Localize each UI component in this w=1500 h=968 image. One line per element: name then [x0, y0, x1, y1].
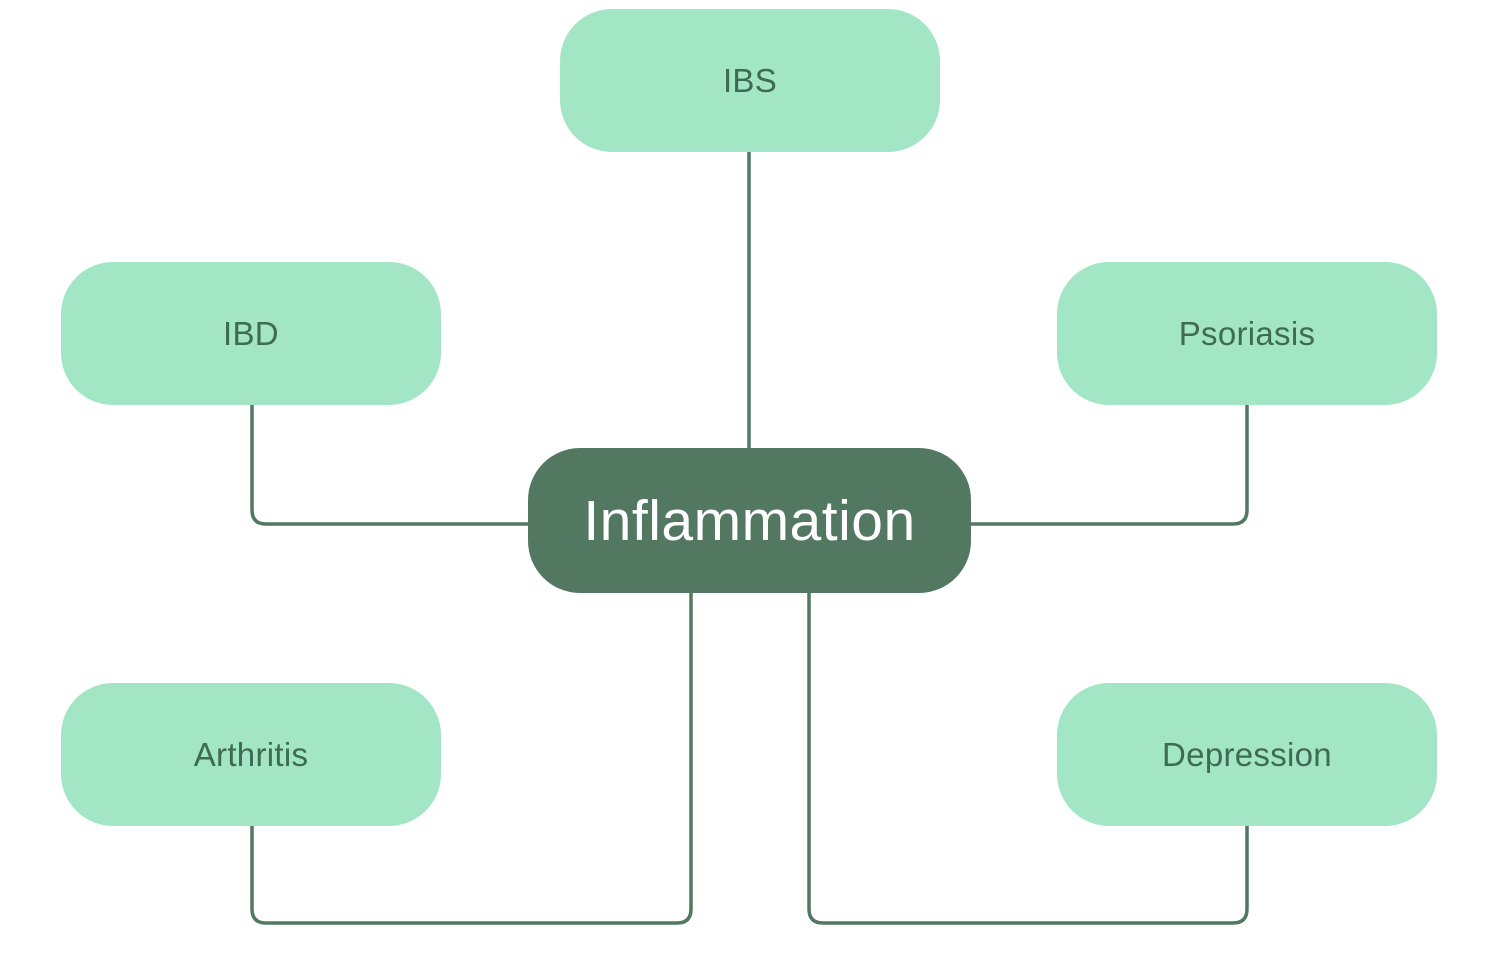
- node-ibs-label: IBS: [722, 61, 778, 99]
- node-ibd[interactable]: IBD: [61, 262, 441, 405]
- node-depression[interactable]: Depression: [1057, 683, 1437, 826]
- node-depression-label: Depression: [1162, 735, 1332, 773]
- connector-arthritis: [250, 593, 693, 925]
- connector-depression: [807, 593, 1249, 925]
- node-ibs[interactable]: IBS: [560, 9, 940, 152]
- center-node-label: Inflammation: [583, 488, 916, 553]
- node-psoriasis[interactable]: Psoriasis: [1057, 262, 1437, 405]
- node-ibd-label: IBD: [223, 314, 279, 352]
- node-inflammation-center[interactable]: Inflammation: [528, 448, 971, 593]
- node-arthritis-label: Arthritis: [193, 735, 309, 773]
- node-arthritis[interactable]: Arthritis: [61, 683, 441, 826]
- connector-psoriasis: [971, 404, 1249, 526]
- connector-ibd: [250, 404, 528, 526]
- node-psoriasis-label: Psoriasis: [1178, 314, 1316, 352]
